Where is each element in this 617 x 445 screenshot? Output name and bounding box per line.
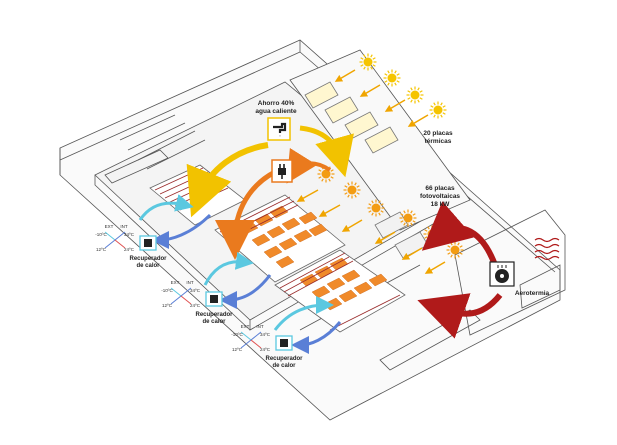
sun-icon bbox=[367, 199, 385, 217]
ahorro-line-2: agua caliente bbox=[255, 108, 297, 115]
tap-icon bbox=[267, 117, 291, 141]
temp-label: -10ºC bbox=[231, 332, 243, 337]
int-label: INT bbox=[186, 280, 194, 285]
sun-icon bbox=[399, 209, 417, 227]
thermal-to-tap-arrow bbox=[299, 125, 354, 178]
temp-label: 24ºC bbox=[124, 247, 135, 252]
recuperador-label: de calor bbox=[272, 363, 296, 369]
label-placas-fotovoltaicas: 66 placas fotovoltaicas 18 kW bbox=[420, 185, 460, 208]
recuperador-label: Recuperador bbox=[129, 256, 167, 262]
placas-termicas-line-1: 20 placas bbox=[423, 130, 453, 137]
sun-icon bbox=[406, 86, 424, 104]
heat-waves-icon bbox=[534, 237, 560, 261]
int-label: INT bbox=[256, 324, 264, 329]
aero-arrow-out bbox=[417, 293, 503, 339]
placas-termicas-line-2: térmicas bbox=[425, 138, 452, 145]
energy-flow-arrows bbox=[186, 125, 503, 339]
aerothermal-unit-icon bbox=[489, 261, 515, 287]
temp-label: 34ºC bbox=[124, 232, 135, 237]
temp-label: 12ºC bbox=[232, 347, 243, 352]
recuperador-label: de calor bbox=[136, 263, 160, 269]
recuperador-label: de calor bbox=[202, 319, 226, 325]
sun-icon bbox=[429, 101, 447, 119]
compass-arrows-icon bbox=[104, 231, 126, 249]
placas-fv-line-3: 18 kW bbox=[431, 201, 451, 208]
ext-label: EXT bbox=[105, 224, 114, 229]
temp-label: -10ºC bbox=[161, 288, 173, 293]
sun-icon bbox=[359, 53, 377, 71]
recuperador-label: Recuperador bbox=[265, 356, 303, 362]
ventilation-flows bbox=[138, 194, 342, 354]
plug-icon bbox=[271, 159, 293, 183]
sun-icon bbox=[343, 181, 361, 199]
ext-label: EXT bbox=[241, 324, 250, 329]
sun-ray-arrows bbox=[296, 69, 446, 274]
temp-label: 12ºC bbox=[162, 303, 173, 308]
electric-arrow bbox=[215, 169, 277, 260]
hot-water-arrow bbox=[186, 142, 269, 218]
pv-to-plug-arrow bbox=[286, 147, 332, 184]
temp-label: -10ºC bbox=[95, 232, 107, 237]
ahorro-line-1: Ahorro 40% bbox=[258, 100, 295, 107]
label-aerotermia: Aerotermia bbox=[515, 290, 550, 297]
classroom-block-3 bbox=[274, 249, 406, 333]
ext-label: EXT bbox=[171, 280, 180, 285]
sun-icon bbox=[383, 69, 401, 87]
int-label: INT bbox=[120, 224, 128, 229]
temp-label: 24ºC bbox=[190, 303, 201, 308]
thermal-panels bbox=[304, 81, 399, 154]
aero-arrow-in bbox=[421, 201, 498, 267]
temp-label: 34ºC bbox=[260, 332, 271, 337]
recuperador-label: Recuperador bbox=[195, 312, 233, 318]
classroom-block-2 bbox=[214, 194, 346, 283]
placas-fv-line-2: fotovoltaicas bbox=[420, 193, 460, 200]
placas-fv-line-1: 66 placas bbox=[425, 185, 455, 192]
label-placas-termicas: 20 placas térmicas bbox=[423, 130, 453, 145]
temp-label: 12ºC bbox=[96, 247, 107, 252]
temp-label: 34ºC bbox=[190, 288, 201, 293]
compass-arrows-icon bbox=[170, 287, 192, 305]
temp-label: 24ºC bbox=[260, 347, 271, 352]
compass-arrows-icon bbox=[240, 331, 262, 349]
label-ahorro: Ahorro 40% agua caliente bbox=[255, 100, 297, 115]
